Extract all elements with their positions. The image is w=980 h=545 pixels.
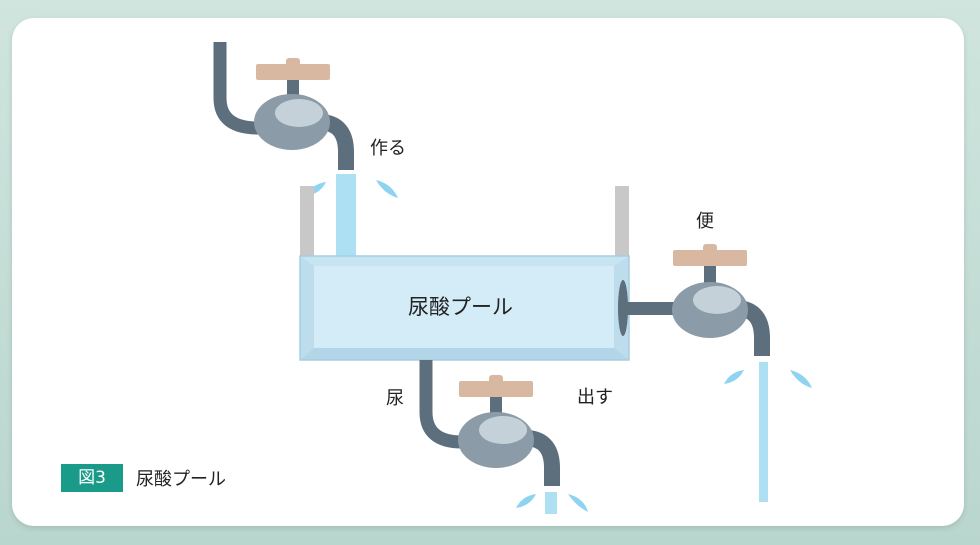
water-drop-icon [376, 180, 398, 198]
label-tank: 尿酸プール [408, 295, 513, 319]
water-drop-icon [516, 494, 536, 508]
bottom-faucet-icon [419, 360, 560, 486]
water-drop-icon [790, 370, 812, 388]
label-urine: 尿 [386, 388, 404, 409]
right-water-stream [759, 362, 768, 502]
label-stool: 便 [696, 211, 714, 232]
top-faucet-icon [213, 42, 354, 170]
figure-badge: 図3 [61, 464, 123, 492]
water-drop-icon [724, 370, 744, 384]
right-faucet-icon [618, 244, 770, 356]
water-drop-icon [568, 494, 588, 512]
label-make: 作る [370, 138, 406, 159]
uric-acid-pool-diagram [213, 42, 812, 514]
top-water-stream [336, 174, 356, 262]
label-output: 出す [577, 387, 613, 408]
figure-caption: 尿酸プール [136, 469, 226, 490]
diagram-card [12, 18, 964, 526]
bottom-water-stream [545, 492, 557, 514]
tank [299, 186, 630, 361]
